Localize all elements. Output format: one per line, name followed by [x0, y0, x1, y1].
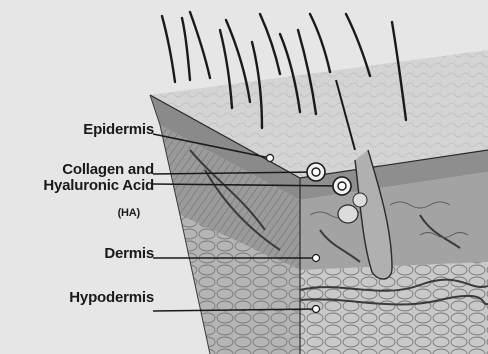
collagen-label-abbr: (HA)	[118, 207, 140, 219]
epidermis-label: Epidermis	[83, 122, 154, 138]
dermis-label: Dermis	[104, 246, 154, 262]
hypodermis-label: Hypodermis	[69, 290, 154, 306]
collagen-label-line2: Hyaluronic Acid	[43, 178, 154, 194]
dermis-marker	[313, 255, 320, 262]
collagen-marker-2	[333, 177, 351, 195]
collagen-marker-1	[307, 163, 325, 181]
epidermis-marker	[267, 155, 274, 162]
hypodermis-marker	[313, 306, 320, 313]
collagen-label-line1: Collagen and	[62, 162, 154, 178]
